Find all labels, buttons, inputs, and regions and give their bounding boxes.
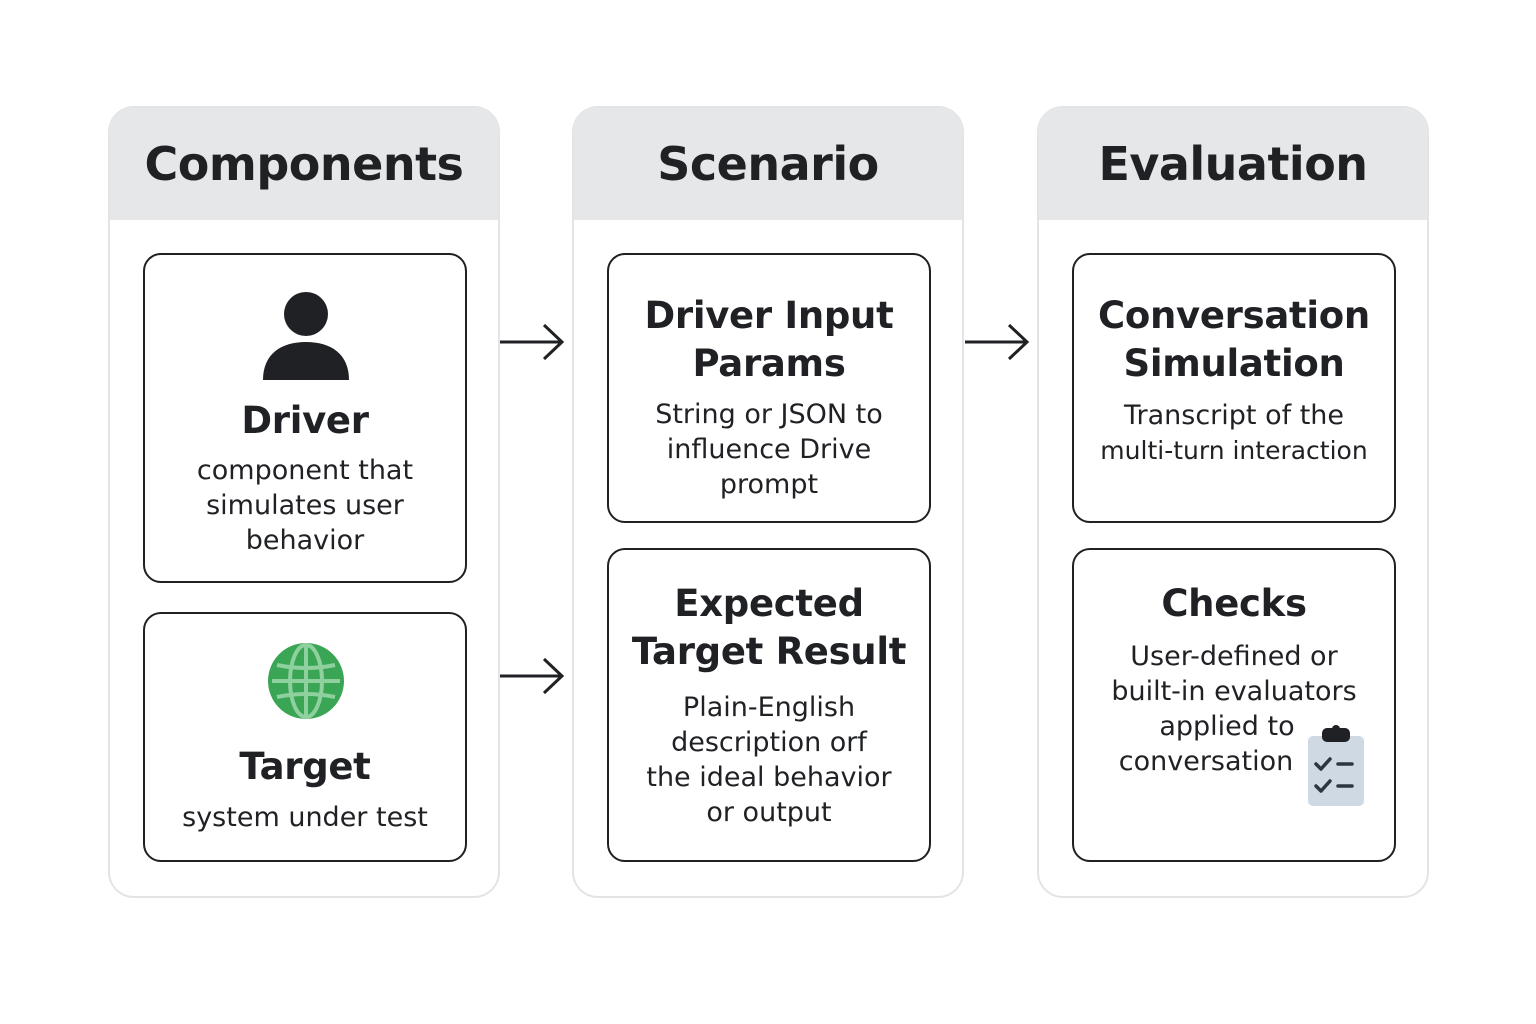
card-title-line: Simulation (1123, 342, 1345, 385)
driver-card: Driver component that simulates user beh… (143, 253, 467, 583)
card-desc-line: or output (706, 797, 832, 828)
card-desc-line: multi-turn interaction (1100, 436, 1368, 465)
card-desc-line: prompt (719, 469, 819, 500)
target-card: Target system under test (143, 612, 467, 862)
target-desc-line: system under test (182, 802, 428, 833)
checks-card: Checks User-defined or built-in evaluato… (1072, 548, 1396, 862)
scenario-column: Scenario Driver Input Params String or J… (572, 106, 964, 898)
card-desc-line: the ideal behavior (646, 762, 892, 793)
card-desc-line: applied to (1159, 711, 1295, 742)
card-desc-line: conversation (1118, 746, 1294, 777)
card-desc-line: Transcript of the (1123, 400, 1345, 431)
card-title-line: Target Result (631, 630, 907, 673)
conversation-simulation-title: Conversation Simulation (1074, 292, 1394, 388)
card-title-line: Expected (674, 582, 864, 625)
card-title-line: Params (692, 342, 846, 385)
evaluation-title: Evaluation (1098, 137, 1368, 191)
card-desc-line: description orf (671, 727, 867, 758)
arrow-right-icon (965, 323, 1030, 361)
person-icon (261, 292, 351, 382)
card-title-line: Conversation (1098, 294, 1370, 337)
driver-desc-line: simulates user (206, 490, 404, 521)
components-title: Components (144, 137, 464, 191)
driver-desc-line: behavior (245, 525, 365, 556)
target-description: system under test (145, 800, 465, 835)
expected-target-result-description: Plain-English description orf the ideal … (609, 690, 929, 830)
expected-target-result-card: Expected Target Result Plain-English des… (607, 548, 931, 862)
card-desc-line: influence Drive (666, 434, 872, 465)
conversation-simulation-description: Transcript of the multi-turn interaction (1074, 398, 1394, 468)
arrow-right-icon (500, 657, 565, 695)
expected-target-result-title: Expected Target Result (609, 580, 929, 676)
driver-input-params-title: Driver Input Params (609, 292, 929, 388)
card-desc-line: String or JSON to (655, 399, 883, 430)
card-desc-line: User-defined or (1130, 641, 1338, 672)
driver-input-params-description: String or JSON to influence Drive prompt (609, 397, 929, 502)
components-header: Components (110, 108, 498, 220)
driver-title: Driver (241, 399, 369, 442)
globe-icon (266, 641, 346, 721)
clipboard-checklist-icon (1306, 724, 1366, 808)
driver-description: component that simulates user behavior (145, 453, 465, 558)
driver-desc-line: component that (196, 455, 414, 486)
driver-input-params-card: Driver Input Params String or JSON to in… (607, 253, 931, 523)
scenario-title: Scenario (657, 137, 879, 191)
components-column: Components Driver component that simulat… (108, 106, 500, 898)
checks-description: User-defined or built-in evaluators appl… (1074, 639, 1394, 779)
arrow-right-icon (500, 323, 565, 361)
card-title-line: Driver Input (644, 294, 894, 337)
conversation-simulation-card: Conversation Simulation Transcript of th… (1072, 253, 1396, 523)
card-desc-line: Plain-English (682, 692, 856, 723)
evaluation-header: Evaluation (1039, 108, 1427, 220)
card-desc-line: built-in evaluators (1111, 676, 1357, 707)
evaluation-column: Evaluation Conversation Simulation Trans… (1037, 106, 1429, 898)
scenario-header: Scenario (574, 108, 962, 220)
checks-title: Checks (1161, 582, 1307, 625)
target-title: Target (239, 745, 371, 788)
